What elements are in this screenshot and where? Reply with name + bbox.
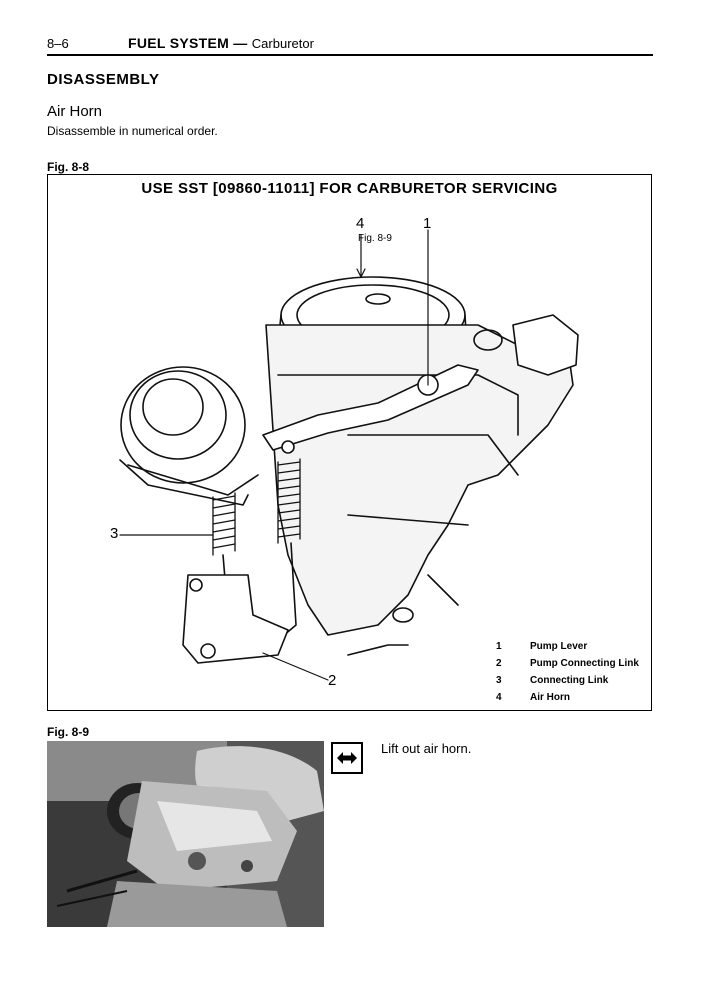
callout-4: 4 (356, 215, 365, 232)
legend-text: Pump Connecting Link (530, 658, 639, 669)
callout-4-ref: Fig. 8-9 (358, 233, 392, 244)
double-arrow-icon (337, 752, 357, 764)
subsection-name: Carburetor (251, 36, 314, 51)
legend-text: Connecting Link (530, 675, 609, 686)
header-rule (47, 54, 653, 56)
subheading: Air Horn (47, 103, 103, 120)
callout-1: 1 (423, 215, 432, 232)
legend-row: 2 Pump Connecting Link (496, 658, 639, 675)
legend-row: 4 Air Horn (496, 692, 639, 709)
page-heading: DISASSEMBLY (47, 71, 160, 88)
figure-1-box: USE SST [09860-11011] FOR CARBURETOR SER… (47, 174, 652, 711)
intro-text: Disassemble in numerical order. (47, 124, 218, 138)
legend-number: 4 (496, 692, 502, 703)
section-separator: — (233, 35, 248, 51)
legend-text: Pump Lever (530, 641, 588, 652)
legend-text: Air Horn (530, 692, 570, 703)
legend-row: 3 Connecting Link (496, 675, 639, 692)
callout-2: 2 (328, 672, 337, 689)
legend-number: 1 (496, 641, 502, 652)
carburetor-illustration (119, 229, 579, 681)
section-name: FUEL SYSTEM (128, 35, 230, 51)
figure-1-title: USE SST [09860-11011] FOR CARBURETOR SER… (141, 180, 558, 197)
page-number: 8–6 (47, 36, 69, 51)
legend-number: 3 (496, 675, 502, 686)
legend-number: 2 (496, 658, 502, 669)
disassemble-arrows-icon (331, 742, 363, 774)
figure-1-legend: 1 Pump Lever 2 Pump Connecting Link 3 Co… (496, 641, 639, 709)
figure-2-label: Fig. 8-9 (47, 725, 90, 739)
legend-row: 1 Pump Lever (496, 641, 639, 658)
section-title: FUEL SYSTEM — Carburetor (128, 35, 314, 51)
figure-1-label: Fig. 8-8 (47, 160, 90, 174)
air-horn-photo-illustration (47, 741, 324, 927)
callout-3: 3 (110, 525, 119, 542)
instruction-text: Lift out air horn. (381, 741, 472, 756)
air-horn-photo (47, 741, 324, 927)
